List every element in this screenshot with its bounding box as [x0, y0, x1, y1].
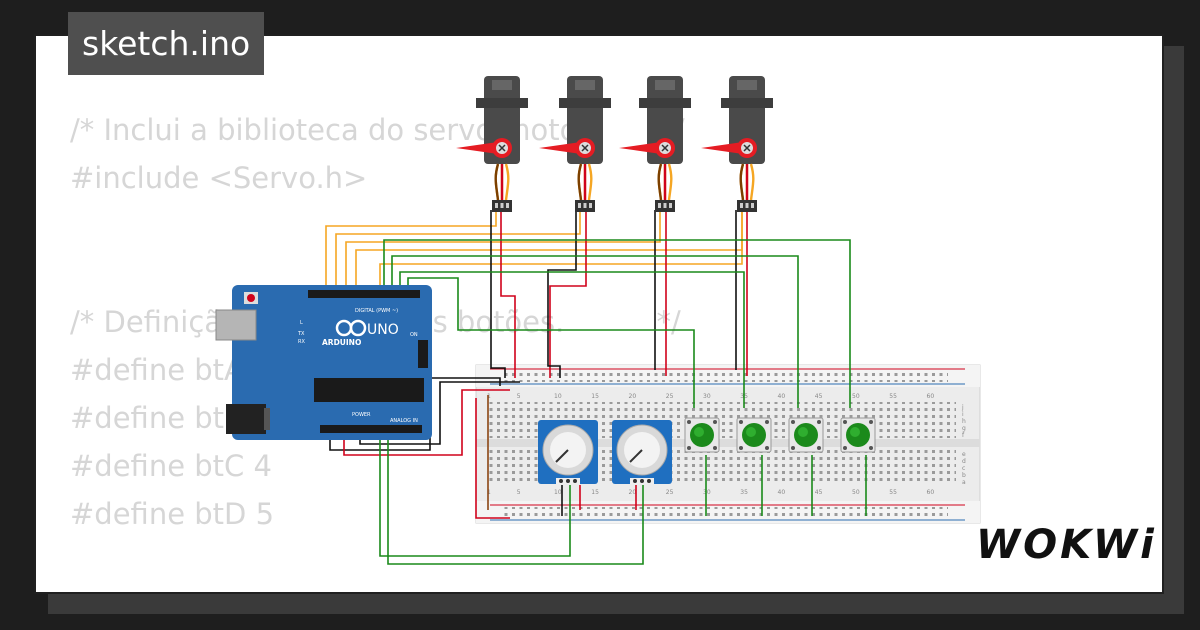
servo-4[interactable]: [699, 74, 775, 214]
analog-pins-label: ANALOG IN: [390, 418, 418, 424]
breadboard-column-number: 30: [703, 393, 711, 400]
button-c[interactable]: [788, 417, 824, 453]
breadboard-row-letter: a: [962, 479, 966, 486]
breadboard-row-letter: c: [962, 465, 965, 472]
breadboard-column-number: 1: [487, 489, 491, 496]
button-a[interactable]: [684, 417, 720, 453]
breadboard-row-letter: f: [962, 432, 965, 439]
breadboard-row-letter: i: [962, 411, 964, 418]
led-label-rx: RX: [298, 339, 305, 345]
breadboard-column-number: 20: [629, 393, 637, 400]
button-b[interactable]: [736, 417, 772, 453]
file-title-badge: sketch.ino: [68, 12, 265, 75]
breadboard-column-number: 5: [517, 489, 521, 496]
arduino-model-label: UNO: [367, 322, 399, 338]
power-pins-label: POWER: [352, 412, 371, 418]
breadboard-column-number: 15: [591, 489, 599, 496]
reset-button[interactable]: [247, 294, 255, 302]
breadboard-column-number: 40: [778, 393, 786, 400]
breadboard-column-number: 60: [927, 393, 935, 400]
code-line: #define btC 4: [70, 449, 272, 483]
breadboard-row-letter: e: [962, 451, 966, 458]
breadboard-column-number: 40: [778, 489, 786, 496]
breadboard-column-number: 10: [554, 393, 562, 400]
arduino-brand-label: ARDUINO: [322, 338, 361, 347]
breadboard-row-letter: h: [962, 418, 966, 425]
button-d[interactable]: [840, 417, 876, 453]
breadboard-column-number: 45: [815, 393, 823, 400]
potentiometer-2[interactable]: [611, 419, 673, 485]
breadboard-column-number: 1: [487, 393, 491, 400]
breadboard-column-number: 5: [517, 393, 521, 400]
breadboard-column-number: 60: [927, 489, 935, 496]
potentiometer-1[interactable]: [537, 419, 599, 485]
servo-1[interactable]: [454, 74, 530, 214]
breadboard-row-letter: b: [962, 472, 966, 479]
breadboard-row-letter: j: [961, 404, 964, 411]
led-label-tx: TX: [297, 331, 305, 337]
servo-2[interactable]: [537, 74, 613, 214]
digital-pins-label: DIGITAL (PWM ~): [355, 308, 398, 314]
breadboard-column-number: 55: [889, 393, 897, 400]
breadboard-column-number: 15: [591, 393, 599, 400]
arduino-uno-board[interactable]: UNO ARDUINO DIGITAL (PWM ~) ANALOG IN PO…: [215, 285, 432, 440]
code-line: #include <Servo.h>: [70, 161, 368, 195]
power-led-label: ON: [410, 332, 418, 338]
code-line: #define btD 5: [70, 497, 275, 531]
breadboard-column-number: 55: [889, 489, 897, 496]
wires: [325, 210, 867, 565]
breadboard-column-number: 25: [666, 393, 674, 400]
breadboard-column-number: 20: [629, 489, 637, 496]
breadboard-column-number: 30: [703, 489, 711, 496]
breadboard-row-letter: g: [962, 425, 966, 432]
breadboard-column-number: 35: [740, 489, 748, 496]
breadboard-column-number: 25: [666, 489, 674, 496]
breadboard-column-number: 10: [554, 489, 562, 496]
wokwi-logo: WOKWi: [976, 522, 1157, 568]
led-label-l: L: [300, 320, 303, 326]
breadboard-column-number: 50: [852, 393, 860, 400]
breadboard-row-letter: d: [962, 458, 966, 465]
servo-3[interactable]: [617, 74, 693, 214]
breadboard-column-number: 50: [852, 489, 860, 496]
breadboard-column-number: 45: [815, 489, 823, 496]
